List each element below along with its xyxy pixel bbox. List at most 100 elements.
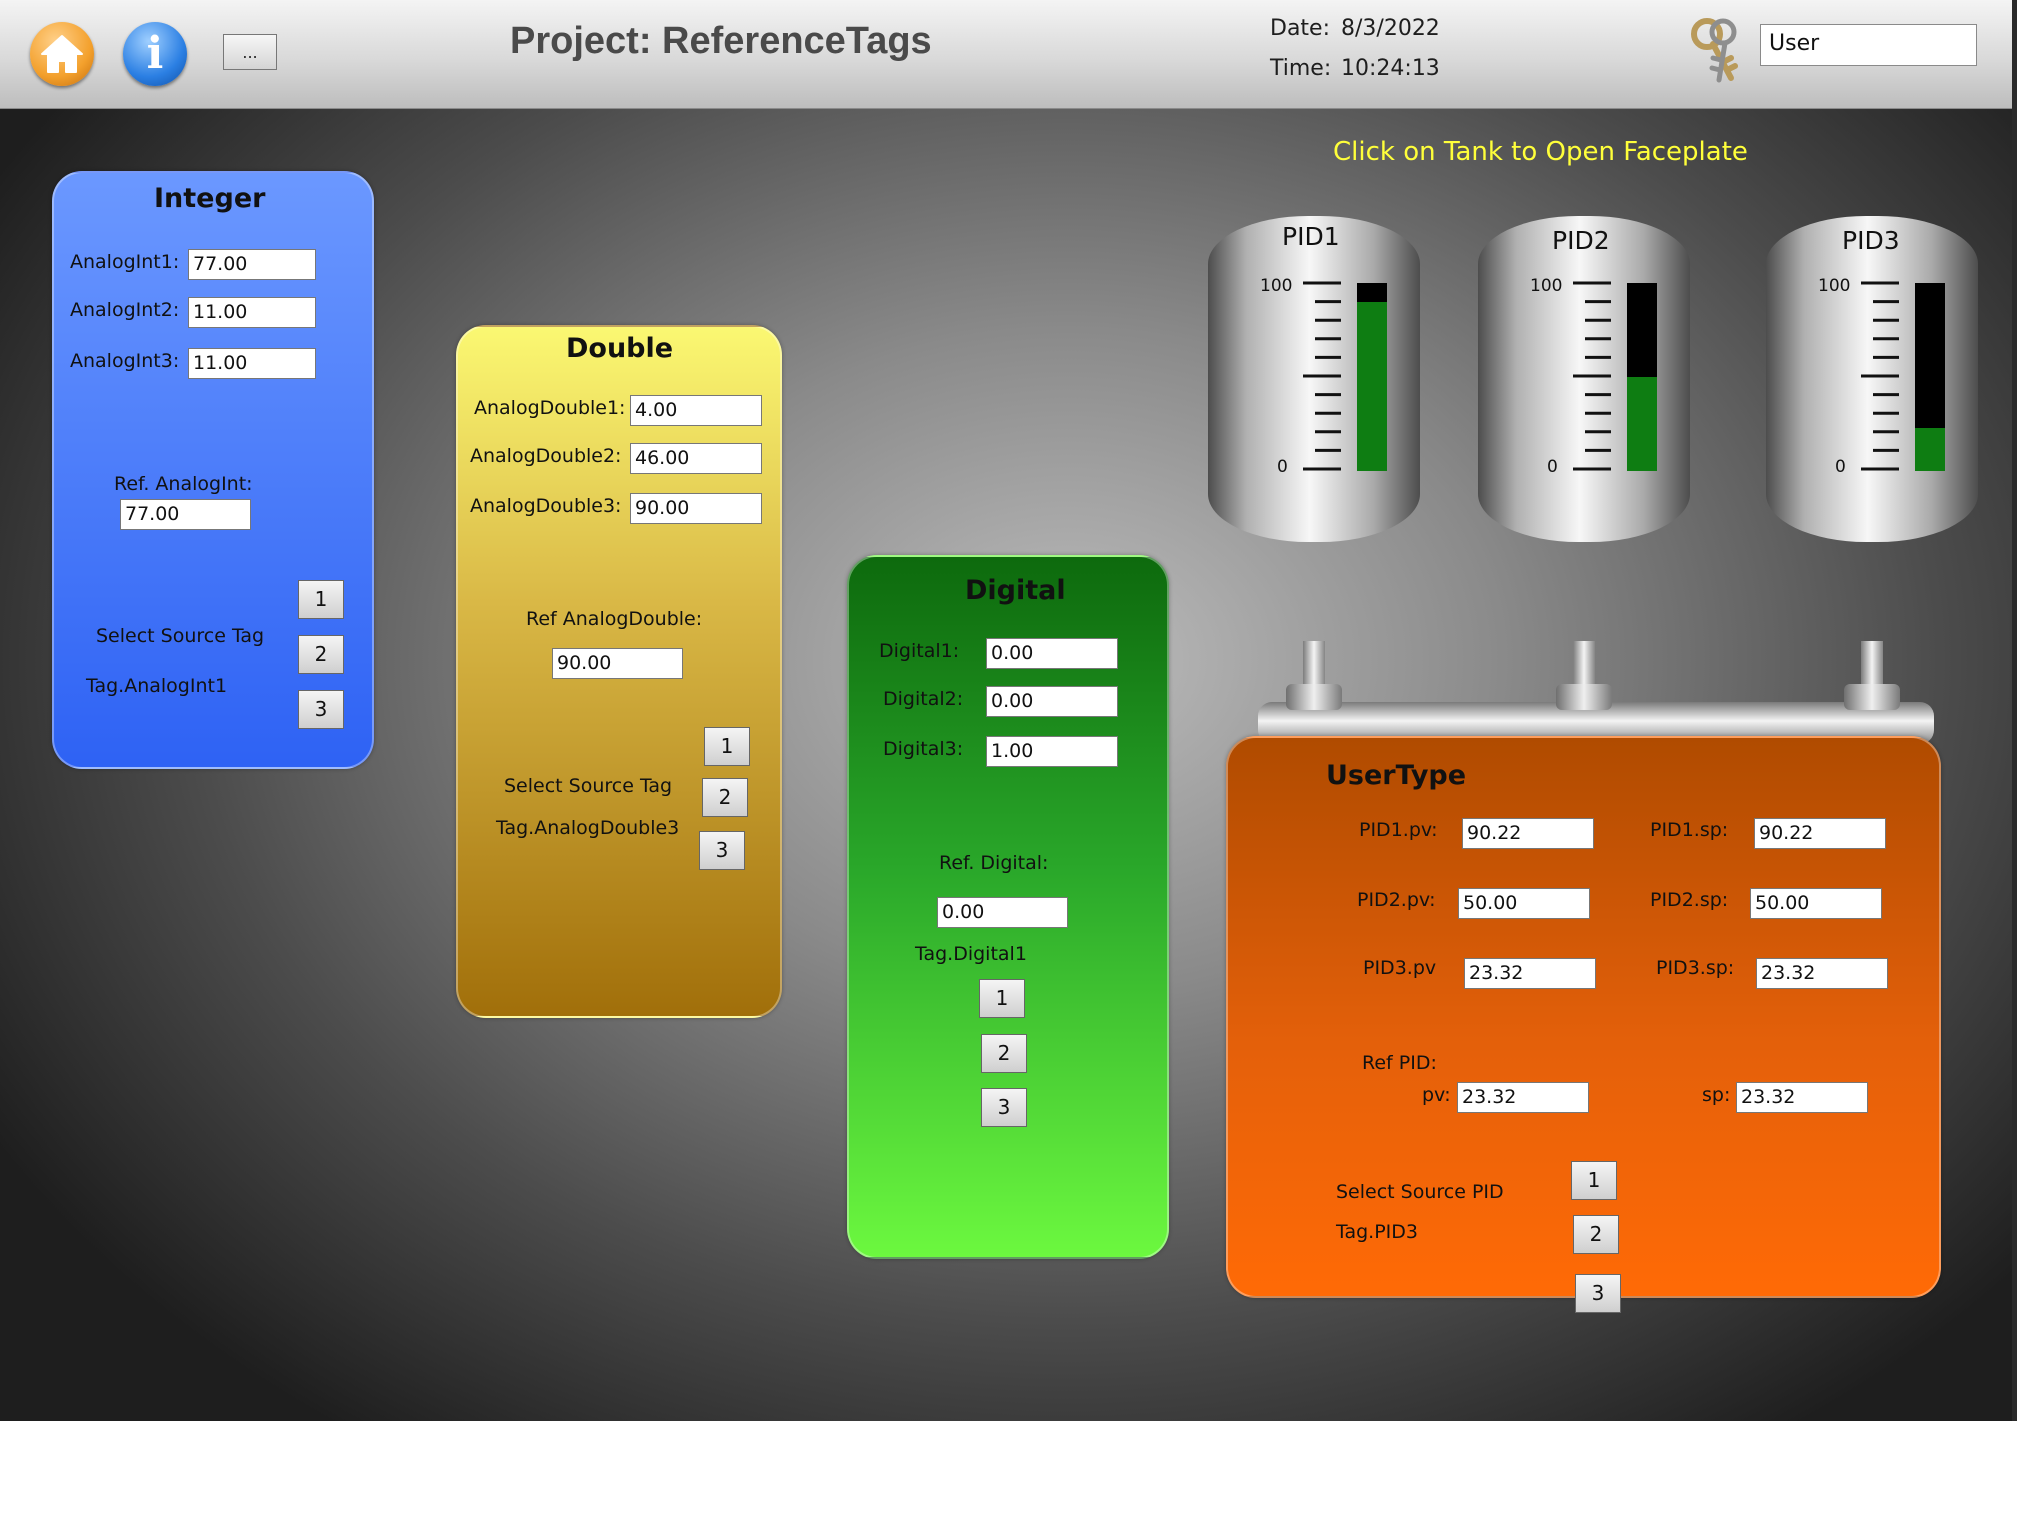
source-button-2[interactable]: 2: [1573, 1215, 1619, 1254]
ref-analogint-field[interactable]: 77.00: [120, 499, 251, 530]
source-button-2[interactable]: 2: [298, 635, 344, 674]
pid1-pv-label: PID1.pv:: [1359, 819, 1438, 841]
analogint2-label: AnalogInt2:: [70, 299, 180, 321]
source-tag-label: Tag.AnalogInt1: [86, 675, 228, 697]
analogdouble1-field[interactable]: 4.00: [630, 395, 762, 426]
level-bar: [1357, 283, 1387, 471]
analogdouble2-label: AnalogDouble2:: [470, 445, 622, 467]
ref-digital-field[interactable]: 0.00: [937, 897, 1068, 928]
pid2-pv-label: PID2.pv:: [1357, 889, 1436, 911]
analogdouble3-label: AnalogDouble3:: [470, 495, 622, 517]
digital1-field[interactable]: 0.00: [986, 638, 1118, 669]
select-source-label: Select Source Tag: [504, 775, 673, 797]
analogint3-label: AnalogInt3:: [70, 350, 180, 372]
scale-max-label: 100: [1818, 276, 1851, 296]
panel-title: Digital: [965, 575, 1066, 606]
ref-analogdouble-field[interactable]: 90.00: [552, 648, 683, 679]
date-value: 8/3/2022: [1341, 16, 1440, 41]
analogdouble2-field[interactable]: 46.00: [630, 443, 762, 474]
ref-analogdouble-label: Ref AnalogDouble:: [526, 608, 703, 630]
tank-scale: [1861, 281, 1899, 471]
window-edge: [2012, 0, 2017, 1421]
panel-title: Double: [566, 333, 674, 364]
ref-pv-label: pv:: [1422, 1084, 1451, 1106]
analogint3-field[interactable]: 11.00: [188, 348, 316, 379]
select-source-label: Select Source Tag: [96, 625, 265, 647]
source-button-1[interactable]: 1: [298, 580, 344, 619]
source-button-3[interactable]: 3: [298, 690, 344, 729]
more-button[interactable]: ...: [223, 34, 277, 70]
double-panel: Double AnalogDouble1: 4.00 AnalogDouble2…: [456, 325, 782, 1018]
source-button-2[interactable]: 2: [702, 778, 748, 817]
source-button-3[interactable]: 3: [1575, 1274, 1621, 1313]
analogint2-field[interactable]: 11.00: [188, 297, 316, 328]
scale-min-label: 0: [1835, 457, 1846, 477]
scale-min-label: 0: [1547, 457, 1558, 477]
user-field[interactable]: User: [1760, 24, 1977, 66]
pid3-sp-label: PID3.sp:: [1656, 957, 1735, 979]
home-glyph: [41, 35, 83, 73]
tank-scale: [1573, 281, 1611, 471]
ref-sp-label: sp:: [1702, 1084, 1731, 1106]
tank-hint: Click on Tank to Open Faceplate: [1333, 137, 1748, 167]
digital2-field[interactable]: 0.00: [986, 686, 1118, 717]
pid2-sp-label: PID2.sp:: [1650, 889, 1729, 911]
digital2-label: Digital2:: [883, 688, 964, 710]
source-button-1[interactable]: 1: [1571, 1161, 1617, 1200]
tank-pid1[interactable]: PID1 100 0: [1208, 216, 1420, 710]
pid2-sp-field[interactable]: 50.00: [1750, 888, 1882, 919]
tank-flange: [1844, 684, 1900, 710]
select-source-label: Select Source PID: [1336, 1181, 1504, 1203]
analogdouble3-field[interactable]: 90.00: [630, 493, 762, 524]
source-button-1[interactable]: 1: [704, 727, 750, 766]
ref-analogint-label: Ref. AnalogInt:: [114, 473, 253, 495]
scale-max-label: 100: [1530, 276, 1563, 296]
info-icon[interactable]: i: [123, 22, 187, 86]
source-tag-label: Tag.PID3: [1336, 1221, 1418, 1243]
header-toolbar: i ... Project: ReferenceTags Date: 8/3/2…: [0, 0, 2017, 109]
source-tag-label: Tag.AnalogDouble3: [496, 817, 680, 839]
pid3-pv-label: PID3.pv: [1363, 957, 1437, 979]
pid2-pv-field[interactable]: 50.00: [1458, 888, 1590, 919]
level-fill: [1357, 302, 1387, 471]
ref-sp-field[interactable]: 23.32: [1736, 1082, 1868, 1113]
digital3-field[interactable]: 1.00: [986, 736, 1118, 767]
tank-flange: [1286, 684, 1342, 710]
level-bar: [1627, 283, 1657, 471]
tank-label: PID2: [1552, 226, 1610, 255]
source-button-2[interactable]: 2: [981, 1034, 1027, 1073]
tank-scale: [1303, 281, 1341, 471]
pid1-sp-label: PID1.sp:: [1650, 819, 1729, 841]
tank-pid2[interactable]: PID2 100 0: [1478, 216, 1690, 710]
time-label: Time:: [1270, 56, 1332, 81]
keys-icon[interactable]: [1683, 14, 1753, 86]
time-value: 10:24:13: [1341, 56, 1440, 81]
source-button-3[interactable]: 3: [981, 1088, 1027, 1127]
panel-title: UserType: [1326, 760, 1467, 791]
page-title: Project: ReferenceTags: [510, 20, 932, 62]
pid3-sp-field[interactable]: 23.32: [1756, 958, 1888, 989]
pid3-pv-field[interactable]: 23.32: [1464, 958, 1596, 989]
source-button-1[interactable]: 1: [979, 979, 1025, 1018]
ref-digital-label: Ref. Digital:: [939, 852, 1049, 874]
digital-panel: Digital Digital1: 0.00 Digital2: 0.00 Di…: [847, 555, 1169, 1259]
tank-pid3[interactable]: PID3 100 0: [1766, 216, 1978, 710]
scale-max-label: 100: [1260, 276, 1293, 296]
home-icon[interactable]: [30, 22, 94, 86]
analogdouble1-label: AnalogDouble1:: [474, 397, 626, 419]
digital3-label: Digital3:: [883, 738, 964, 760]
usertype-panel: UserType PID1.pv: 90.22 PID1.sp: 90.22 P…: [1226, 736, 1941, 1313]
level-fill: [1915, 428, 1945, 471]
analogint1-field[interactable]: 77.00: [188, 249, 316, 280]
pid1-pv-field[interactable]: 90.22: [1462, 818, 1594, 849]
level-fill: [1627, 377, 1657, 471]
ref-pv-field[interactable]: 23.32: [1457, 1082, 1589, 1113]
source-button-3[interactable]: 3: [699, 831, 745, 870]
panel-title: Integer: [154, 183, 266, 214]
pid1-sp-field[interactable]: 90.22: [1754, 818, 1886, 849]
tank-flange: [1556, 684, 1612, 710]
digital1-label: Digital1:: [879, 640, 960, 662]
ref-pid-label: Ref PID:: [1362, 1052, 1437, 1074]
tank-label: PID3: [1842, 226, 1900, 255]
integer-panel: Integer AnalogInt1: 77.00 AnalogInt2: 11…: [52, 171, 374, 769]
